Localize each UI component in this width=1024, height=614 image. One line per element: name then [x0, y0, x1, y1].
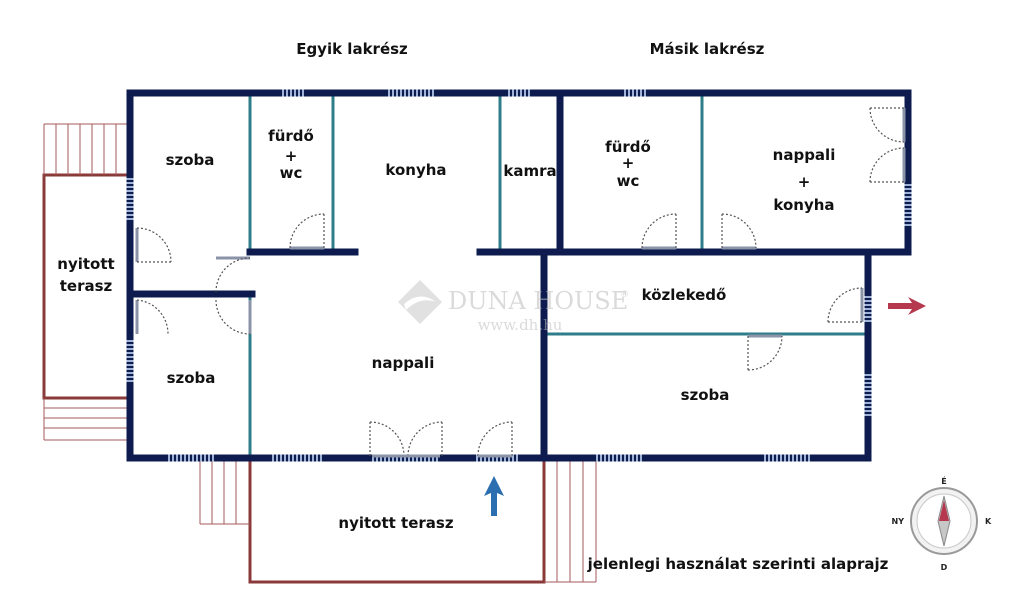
compass-icon: É D K NY — [892, 475, 993, 572]
bottom-terrace-steps-right — [544, 458, 597, 583]
door-outer-right-1 — [869, 107, 906, 143]
room-nappali-konyha-2: + — [798, 173, 811, 191]
compass-north: É — [941, 475, 946, 486]
room-szoba-right: szoba — [681, 386, 730, 404]
entry-arrow-icon — [888, 297, 926, 315]
room-labels: szoba fürdő + wc konyha kamra fürdő + wc… — [166, 127, 836, 404]
door-top-szoba — [135, 227, 172, 263]
door-nappali-single — [477, 421, 513, 458]
room-nappali-konyha-1: nappali — [773, 146, 836, 164]
room-szoba-bottom-left: szoba — [167, 369, 216, 387]
watermark-reg: ® — [620, 290, 629, 300]
compass-west: NY — [892, 517, 905, 526]
right-unit-title: Másik lakrész — [650, 40, 765, 58]
plan-caption: jelenlegi használat szerinti alaprajz — [587, 555, 889, 573]
compass-south: D — [941, 563, 948, 572]
bottom-terrace-label: nyitott terasz — [338, 514, 453, 532]
left-terrace-steps-bottom — [43, 398, 130, 441]
door-szoba-right — [747, 334, 783, 371]
doors — [135, 107, 906, 458]
door-nappali-double — [369, 421, 443, 458]
watermark-url: www.dh.hu — [478, 316, 563, 334]
door-furdo-right — [641, 213, 677, 250]
door-outer-right-2 — [869, 147, 906, 183]
room-furdo-left-1: fürdő — [268, 127, 314, 145]
room-furdo-right-1: fürdő — [605, 138, 651, 156]
room-furdo-left-2: + — [285, 147, 298, 165]
room-kamra: kamra — [503, 162, 556, 180]
door-entrance — [827, 287, 864, 323]
up-arrow-icon — [484, 476, 504, 516]
duna-house-watermark: DUNA HOUSE ® www.dh.hu — [398, 280, 629, 334]
door-bottom-szoba-2 — [215, 299, 252, 335]
room-szoba-top: szoba — [166, 151, 215, 169]
bottom-terrace: nyitott terasz — [199, 456, 597, 584]
windows — [126, 89, 912, 462]
left-terrace-steps-top — [43, 123, 130, 175]
bottom-terrace-steps-left — [199, 458, 250, 525]
left-terrace-label-2: terasz — [60, 277, 113, 295]
door-furdo-left — [289, 213, 325, 250]
compass-east: K — [985, 517, 992, 526]
left-terrace: nyitott terasz — [42, 123, 132, 441]
room-furdo-right-3: wc — [617, 172, 640, 190]
left-terrace-label-1: nyitott — [57, 255, 114, 273]
room-nappali: nappali — [372, 354, 435, 372]
room-furdo-right-2: + — [622, 154, 635, 172]
inner-walls — [248, 93, 868, 458]
outer-walls — [126, 89, 912, 462]
door-nappali-konyha — [721, 213, 757, 250]
left-unit-title: Egyik lakrész — [296, 40, 408, 58]
watermark-brand: DUNA HOUSE — [448, 287, 628, 315]
duna-house-logo-icon — [398, 280, 442, 324]
room-nappali-konyha-3: konyha — [773, 196, 834, 214]
room-furdo-left-3: wc — [280, 164, 303, 182]
room-kozlekedo: közlekedő — [642, 286, 727, 304]
room-konyha: konyha — [385, 161, 446, 179]
door-bottom-szoba — [135, 299, 169, 335]
door-top-szoba-2 — [215, 256, 251, 293]
